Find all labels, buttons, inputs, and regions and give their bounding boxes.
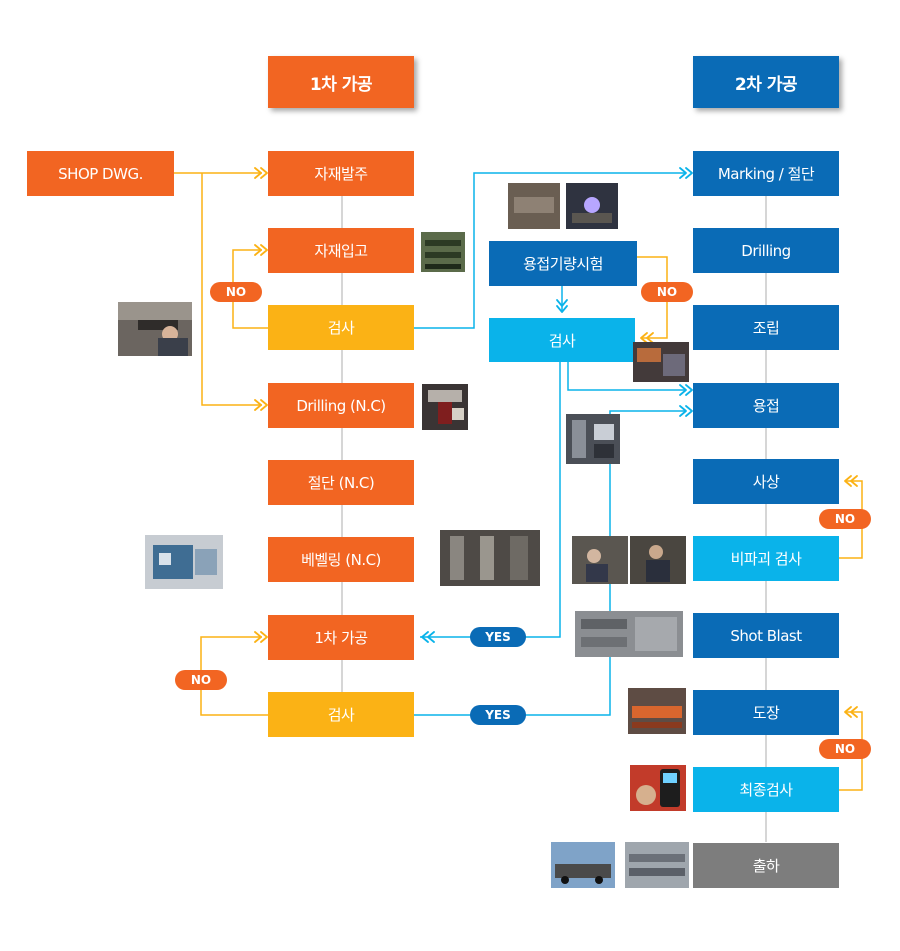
final-inspection-box: 최종검사 <box>693 767 839 812</box>
second-process-header: 2차 가공 <box>693 56 839 108</box>
no-badge-first-processing: NO <box>175 670 227 690</box>
shot-blast-photo <box>575 611 683 657</box>
no-badge-material: NO <box>210 282 262 302</box>
ndt-photo <box>572 536 686 584</box>
finishing-box: 사상 <box>693 459 839 504</box>
drilling-nc-box: Drilling (N.C) <box>268 383 414 428</box>
beveling-nc-box: 베벨링 (N.C) <box>268 537 414 582</box>
material-receipt-box: 자재입고 <box>268 228 414 273</box>
no-badge-finishing: NO <box>819 509 871 529</box>
drilling-box: Drilling <box>693 228 839 273</box>
inspection-box-middle: 검사 <box>489 318 635 362</box>
shop-dwg-box: SHOP DWG. <box>27 151 174 196</box>
no-badge-painting: NO <box>819 739 871 759</box>
yes-badge-middle: YES <box>470 627 526 647</box>
painting-photo <box>628 688 686 734</box>
material-order-box: 자재발주 <box>268 151 414 196</box>
welder-test-box: 용접기량시험 <box>489 241 637 286</box>
welding-photo <box>566 414 620 464</box>
no-badge-welder-test: NO <box>641 282 693 302</box>
first-process-header: 1차 가공 <box>268 56 414 108</box>
yes-badge-bottom: YES <box>470 705 526 725</box>
inspection-photo <box>633 342 689 382</box>
shipment-photo <box>551 842 689 888</box>
marking-cutting-box: Marking / 절단 <box>693 151 839 196</box>
drilling-machine-photo <box>422 384 468 430</box>
final-inspection-photo <box>630 765 686 811</box>
worker-photo <box>118 302 192 356</box>
first-processing-box: 1차 가공 <box>268 615 414 660</box>
inspection-box-2: 검사 <box>268 692 414 737</box>
inspection-box-1: 검사 <box>268 305 414 350</box>
painting-box: 도장 <box>693 690 839 735</box>
welding-box: 용접 <box>693 383 839 428</box>
cutting-nc-box: 절단 (N.C) <box>268 460 414 505</box>
beveled-steel-photo <box>440 530 540 586</box>
steel-beams-photo <box>421 232 465 272</box>
beveling-machine-photo <box>145 535 223 589</box>
shipment-box: 출하 <box>693 843 839 888</box>
welding-test-photo <box>508 183 618 229</box>
ndt-box: 비파괴 검사 <box>693 536 839 581</box>
shot-blast-box: Shot Blast <box>693 613 839 658</box>
assembly-box: 조립 <box>693 305 839 350</box>
